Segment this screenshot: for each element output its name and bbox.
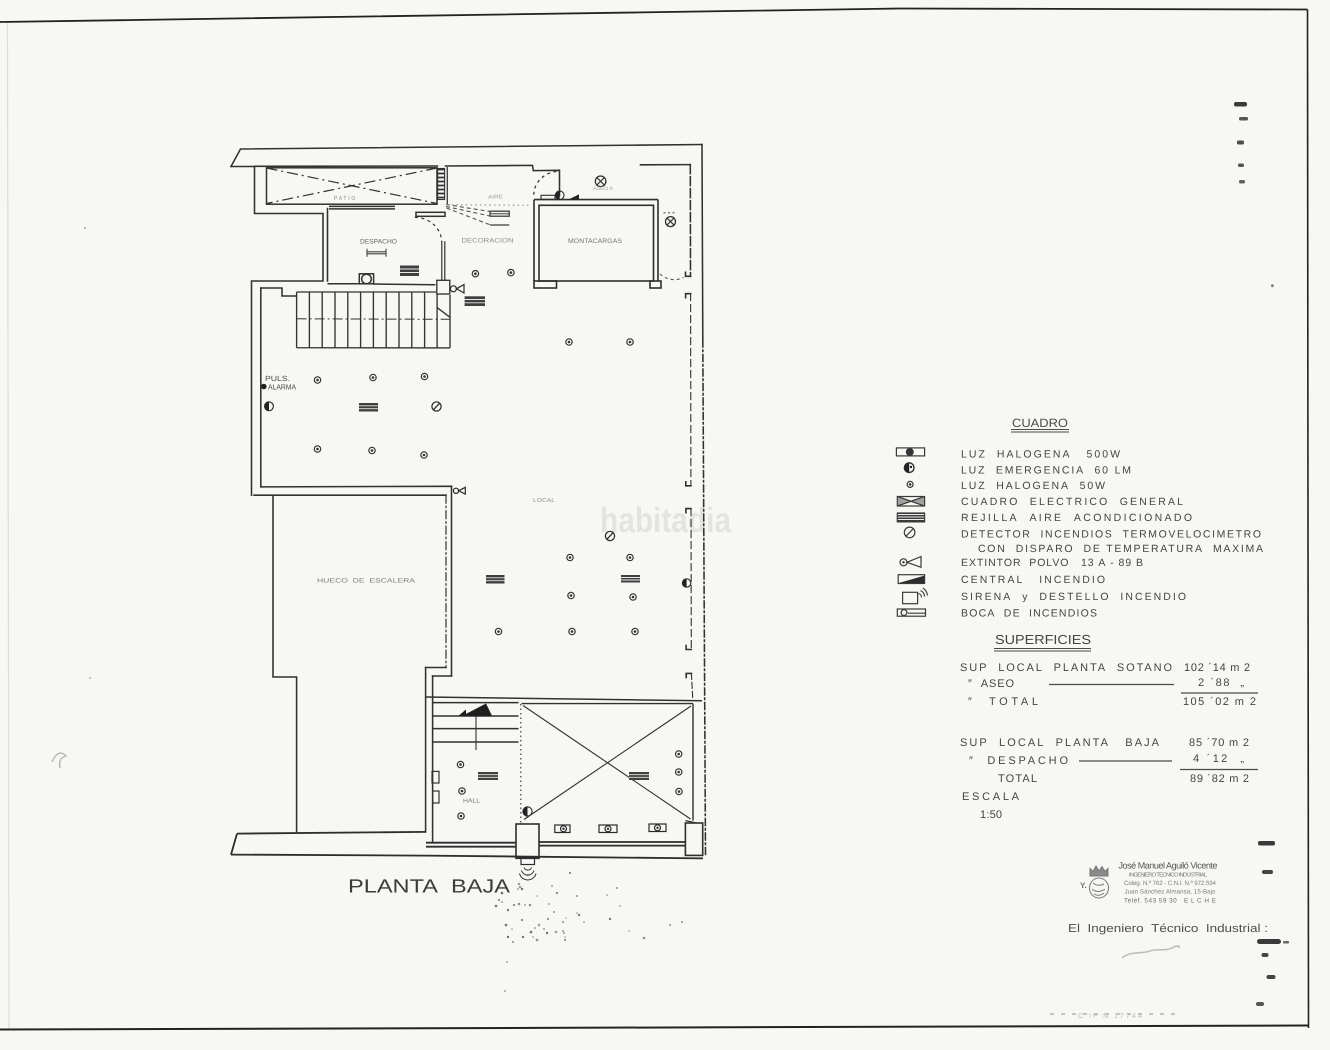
svg-text:LUZ HALOGENA 50W: LUZ HALOGENA 50W: [961, 480, 1105, 492]
svg-text:Coleg. N.º 762 - C.N.I. N.º 97: Coleg. N.º 762 - C.N.I. N.º 972.594: [1124, 880, 1217, 887]
svg-text:85 ´70 m 2: 85 ´70 m 2: [1189, 737, 1249, 749]
svg-text:″ ASEO: ″ ASEO: [968, 678, 1014, 690]
svg-text:1:50: 1:50: [980, 809, 1002, 821]
svg-text:DETECTOR INCENDIOS TERMOVELO: DETECTOR INCENDIOS TERMOVELOCIMETRO: [961, 529, 1261, 541]
svg-text:EXTINTOR POLVO 13 A - 89 B: EXTINTOR POLVO 13 A - 89 B: [961, 557, 1143, 569]
svg-text:TOTAL: TOTAL: [998, 773, 1037, 785]
svg-text:Juan Sánchez Almansa, 15-Bajo: Juan Sánchez Almansa, 15-Bajo: [1125, 889, 1217, 896]
svg-text:105 ´02 m 2: 105 ´02 m 2: [1183, 696, 1256, 708]
svg-text:4 ´12 „: 4 ´12 „: [1193, 753, 1244, 765]
svg-text:DESPACHO: DESPACHO: [360, 239, 397, 246]
svg-text:LUZ HALOGENA 500W: LUZ HALOGENA 500W: [961, 449, 1120, 461]
svg-text:BOCA DE INCENDIOS: BOCA DE INCENDIOS: [961, 608, 1097, 620]
svg-text:SUP LOCAL PLANTA SOTANO: SUP LOCAL PLANTA SOTANO: [960, 662, 1172, 674]
svg-text:ALARMA: ALARMA: [268, 383, 296, 392]
svg-text:AIRE: AIRE: [488, 195, 503, 201]
svg-text:SUP LOCAL PLANTA BAJA: SUP LOCAL PLANTA BAJA: [960, 737, 1160, 749]
svg-text:PATIO: PATIO: [334, 195, 357, 202]
svg-text:C IF N 17744: C IF N 17744: [1078, 1013, 1144, 1020]
svg-text:PLANTA BAJA: PLANTA BAJA: [348, 877, 510, 898]
svg-text:habitadia: habitadia: [600, 501, 731, 540]
svg-text:LOCAL: LOCAL: [533, 498, 555, 504]
svg-text:102 ´14 m 2: 102 ´14 m 2: [1184, 662, 1250, 674]
svg-text:HALL: HALL: [463, 798, 481, 805]
svg-text:CON DISPARO DE TEMPERATURA: CON DISPARO DE TEMPERATURA MAXIMA: [978, 543, 1263, 555]
svg-text:Teléf. 543 59 30 E L C H E: Teléf. 543 59 30 E L C H E: [1124, 898, 1216, 905]
svg-text:INGENIERO TECNICO INDUSTRIAL: INGENIERO TECNICO INDUSTRIAL: [1129, 872, 1208, 879]
svg-text:REJILLA AIRE ACONDICIONADO: REJILLA AIRE ACONDICIONADO: [961, 512, 1192, 524]
svg-text:″ DESPACHO: ″ DESPACHO: [969, 755, 1068, 767]
svg-text:PULS.: PULS.: [265, 374, 290, 383]
svg-text:El Ingeniero Técnico Indust: El Ingeniero Técnico Industrial :: [1068, 923, 1268, 935]
svg-text:LUZ EMERGENCIA 60 LM: LUZ EMERGENCIA 60 LM: [961, 465, 1131, 477]
svg-text:CUADRO: CUADRO: [1012, 416, 1068, 430]
svg-text:Y.: Y.: [1080, 881, 1087, 890]
svg-text:CUADRO ELECTRICO GENERAL: CUADRO ELECTRICO GENERAL: [961, 496, 1183, 508]
svg-text:SIRENA y DESTELLO INCENDIO: SIRENA y DESTELLO INCENDIO: [961, 591, 1186, 603]
svg-text:2 ´88 „: 2 ´88 „: [1198, 677, 1244, 689]
svg-text:HUECO DE ESCALERA: HUECO DE ESCALERA: [317, 578, 416, 585]
svg-text:ASEO A: ASEO A: [593, 186, 614, 192]
svg-text:José Manuel Aguiló Vicente: José Manuel Aguiló Vicente: [1119, 861, 1218, 871]
svg-text:MONTACARGAS: MONTACARGAS: [568, 238, 623, 245]
svg-text:SUPERFICIES: SUPERFICIES: [995, 632, 1091, 647]
svg-text:″ TOTAL: ″ TOTAL: [968, 696, 1038, 708]
svg-text:DECORACION: DECORACION: [462, 238, 514, 245]
svg-text:89 ´82 m 2: 89 ´82 m 2: [1190, 773, 1249, 785]
